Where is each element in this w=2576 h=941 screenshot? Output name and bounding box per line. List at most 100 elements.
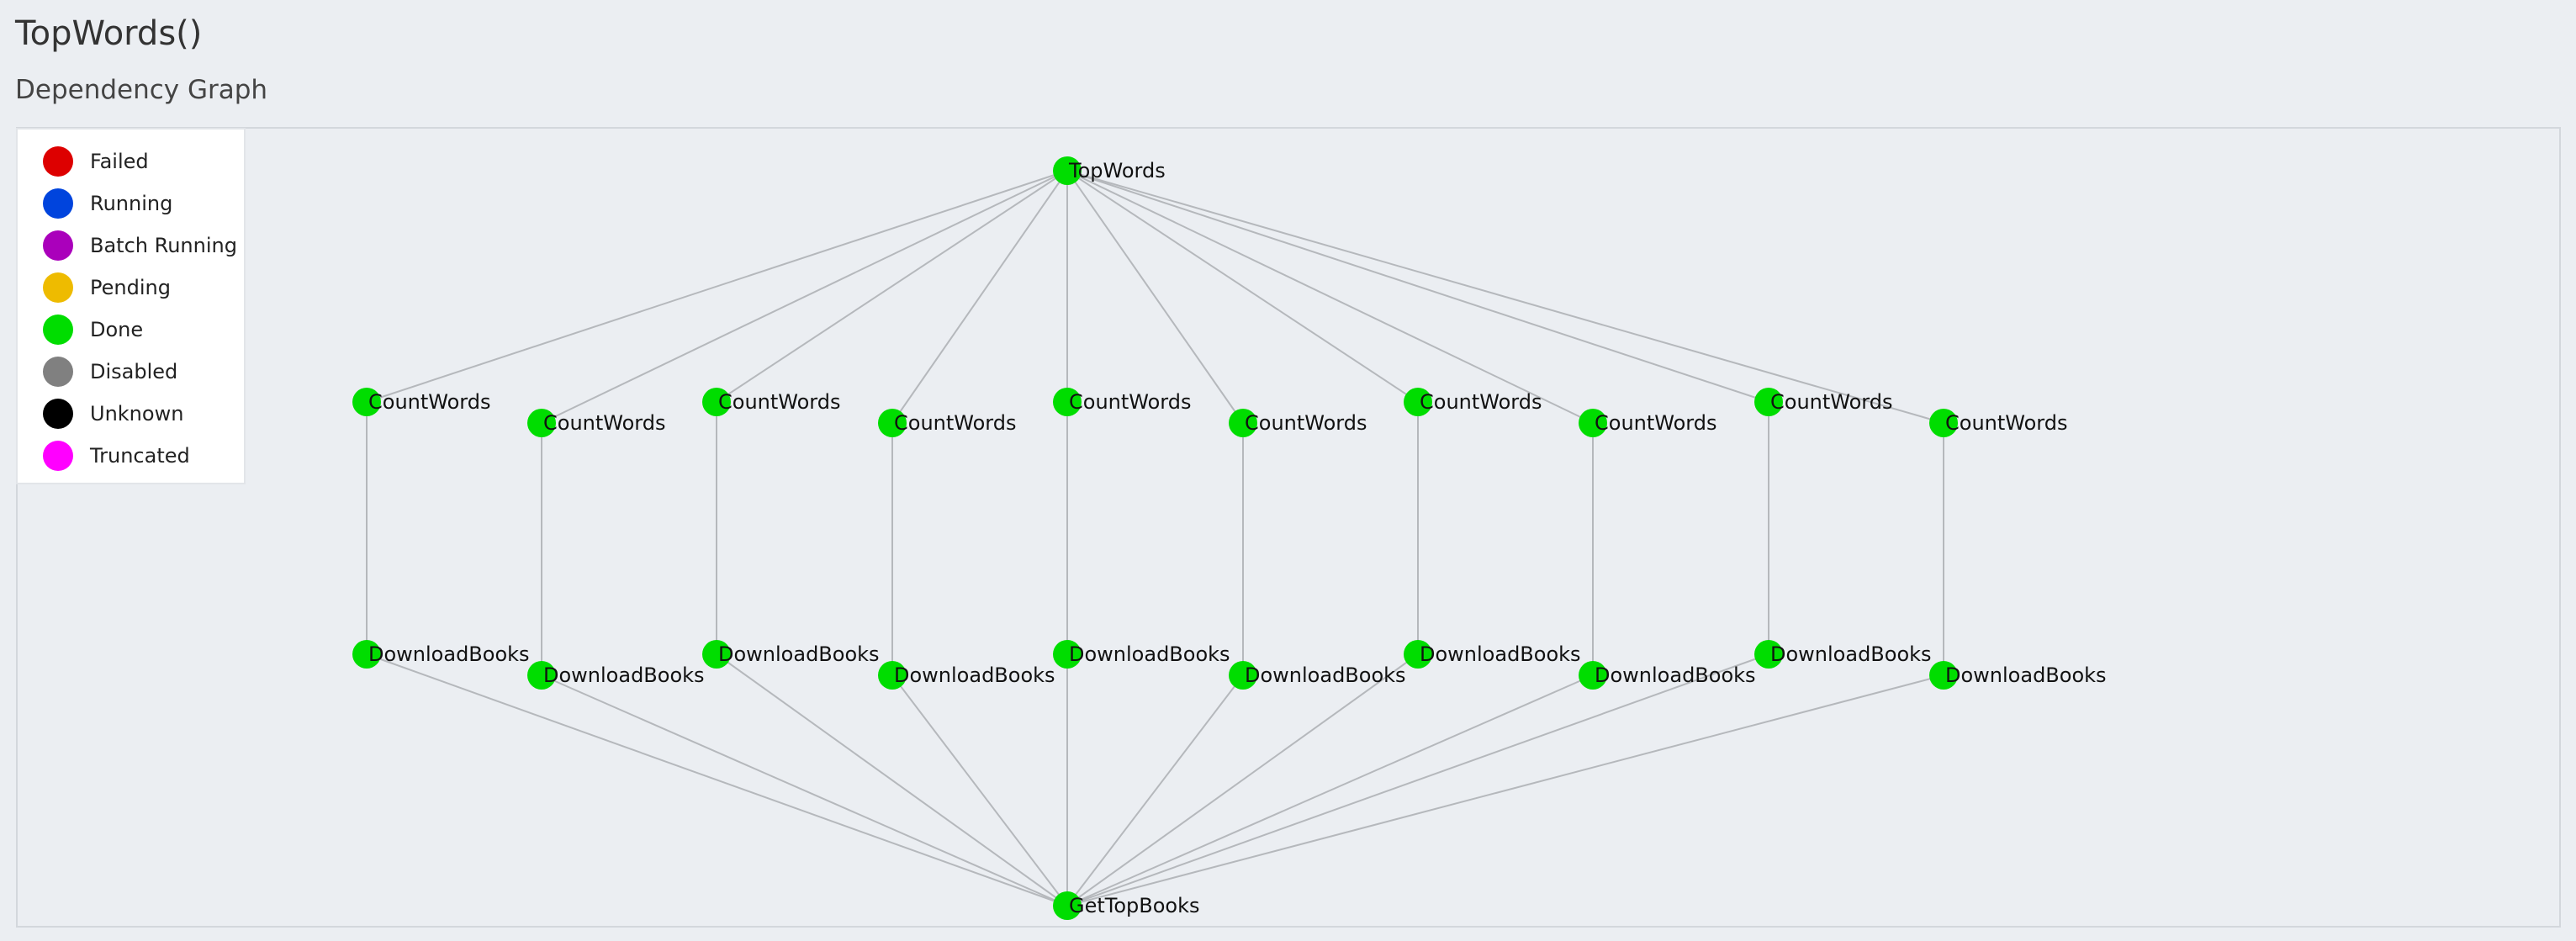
graph-node-db8[interactable]: DownloadBooks (1579, 661, 1756, 690)
pending-status-dot-icon (43, 272, 73, 303)
node-status-dot-icon[interactable] (527, 409, 556, 437)
node-label[interactable]: DownloadBooks (1069, 642, 1230, 666)
node-label[interactable]: TopWords (1068, 159, 1166, 182)
node-status-dot-icon[interactable] (1404, 388, 1432, 416)
legend-item-failed: Failed (43, 145, 149, 178)
graph-node-db7[interactable]: DownloadBooks (1404, 640, 1581, 669)
node-label[interactable]: DownloadBooks (1595, 663, 1756, 687)
node-label[interactable]: CountWords (718, 390, 840, 414)
graph-node-cw1[interactable]: CountWords (352, 388, 490, 416)
node-label[interactable]: CountWords (894, 411, 1016, 435)
dependency-graph-panel[interactable] (16, 127, 2561, 928)
node-label[interactable]: CountWords (1420, 390, 1542, 414)
legend-label: Unknown (90, 402, 184, 426)
graph-edge-top-to-cw4 (891, 170, 1068, 424)
node-status-dot-icon[interactable] (1929, 409, 1958, 437)
node-label[interactable]: CountWords (1770, 390, 1892, 414)
node-label[interactable]: CountWords (1595, 411, 1716, 435)
node-status-dot-icon[interactable] (1053, 891, 1082, 920)
node-label[interactable]: CountWords (1069, 390, 1191, 414)
graph-edge-db3-to-gtb (716, 653, 1068, 907)
legend-label: Batch Running (90, 234, 237, 257)
graph-edges (366, 170, 1944, 907)
node-label[interactable]: CountWords (368, 390, 490, 414)
graph-node-cw9[interactable]: CountWords (1754, 388, 1892, 416)
graph-node-cw5[interactable]: CountWords (1053, 388, 1191, 416)
graph-node-cw3[interactable]: CountWords (702, 388, 840, 416)
graph-edge-db10-to-gtb (1066, 674, 1944, 907)
node-status-dot-icon[interactable] (1229, 409, 1257, 437)
legend-label: Running (90, 192, 173, 215)
node-label[interactable]: DownloadBooks (368, 642, 530, 666)
legend-label: Pending (90, 276, 171, 299)
legend-item-batch-running: Batch Running (43, 229, 237, 262)
node-status-dot-icon[interactable] (1579, 409, 1607, 437)
graph-edge-db8-to-gtb (1066, 674, 1594, 907)
graph-nodes[interactable]: TopWordsCountWordsCountWordsCountWordsCo… (352, 156, 2107, 920)
graph-node-db2[interactable]: DownloadBooks (527, 661, 705, 690)
node-label[interactable]: DownloadBooks (718, 642, 880, 666)
graph-edge-db6-to-gtb (1066, 674, 1244, 907)
node-label[interactable]: CountWords (1945, 411, 2067, 435)
node-status-dot-icon[interactable] (1754, 388, 1783, 416)
node-status-dot-icon[interactable] (1754, 640, 1783, 669)
legend-label: Truncated (90, 444, 190, 468)
graph-node-cw6[interactable]: CountWords (1229, 409, 1367, 437)
node-status-dot-icon[interactable] (1053, 156, 1082, 185)
node-label[interactable]: DownloadBooks (1770, 642, 1932, 666)
node-status-dot-icon[interactable] (527, 661, 556, 690)
graph-node-top[interactable]: TopWords (1053, 156, 1166, 185)
graph-node-cw8[interactable]: CountWords (1579, 409, 1716, 437)
node-status-dot-icon[interactable] (878, 409, 907, 437)
graph-node-cw10[interactable]: CountWords (1929, 409, 2067, 437)
graph-edge-top-to-cw3 (716, 170, 1068, 403)
graph-node-db3[interactable]: DownloadBooks (702, 640, 880, 669)
node-status-dot-icon[interactable] (878, 661, 907, 690)
graph-edge-db9-to-gtb (1066, 653, 1769, 907)
legend-item-done: Done (43, 313, 143, 346)
node-status-dot-icon[interactable] (1053, 388, 1082, 416)
graph-node-gtb[interactable]: GetTopBooks (1053, 891, 1200, 920)
node-label[interactable]: CountWords (1245, 411, 1367, 435)
legend-item-unknown: Unknown (43, 397, 183, 431)
node-status-dot-icon[interactable] (1929, 661, 1958, 690)
graph-node-db1[interactable]: DownloadBooks (352, 640, 530, 669)
running-status-dot-icon (43, 188, 73, 219)
graph-edge-top-to-cw9 (1066, 170, 1769, 403)
node-label[interactable]: DownloadBooks (1420, 642, 1581, 666)
legend-label: Disabled (90, 360, 178, 383)
node-label[interactable]: DownloadBooks (894, 663, 1055, 687)
node-status-dot-icon[interactable] (352, 640, 381, 669)
node-label[interactable]: DownloadBooks (1245, 663, 1406, 687)
node-status-dot-icon[interactable] (1579, 661, 1607, 690)
graph-node-db9[interactable]: DownloadBooks (1754, 640, 1932, 669)
batch-running-status-dot-icon (43, 230, 73, 261)
graph-node-db6[interactable]: DownloadBooks (1229, 661, 1406, 690)
node-status-dot-icon[interactable] (1053, 640, 1082, 669)
graph-node-cw4[interactable]: CountWords (878, 409, 1016, 437)
node-status-dot-icon[interactable] (702, 388, 731, 416)
section-title: Dependency Graph (15, 75, 268, 105)
graph-node-cw2[interactable]: CountWords (527, 409, 665, 437)
disabled-status-dot-icon (43, 357, 73, 387)
unknown-status-dot-icon (43, 399, 73, 429)
graph-node-db5[interactable]: DownloadBooks (1053, 640, 1230, 669)
node-status-dot-icon[interactable] (1404, 640, 1432, 669)
graph-edge-db2-to-gtb (541, 674, 1068, 907)
node-status-dot-icon[interactable] (1229, 661, 1257, 690)
node-label[interactable]: DownloadBooks (1945, 663, 2107, 687)
node-label[interactable]: CountWords (543, 411, 665, 435)
graph-node-db4[interactable]: DownloadBooks (878, 661, 1055, 690)
graph-edge-top-to-cw6 (1066, 170, 1244, 424)
graph-node-db10[interactable]: DownloadBooks (1929, 661, 2107, 690)
done-status-dot-icon (43, 315, 73, 345)
node-label[interactable]: DownloadBooks (543, 663, 705, 687)
graph-node-cw7[interactable]: CountWords (1404, 388, 1542, 416)
node-status-dot-icon[interactable] (702, 640, 731, 669)
page-title: TopWords() (15, 14, 203, 53)
graph-edge-top-to-cw8 (1066, 170, 1594, 424)
node-label[interactable]: GetTopBooks (1069, 894, 1200, 917)
node-status-dot-icon[interactable] (352, 388, 381, 416)
